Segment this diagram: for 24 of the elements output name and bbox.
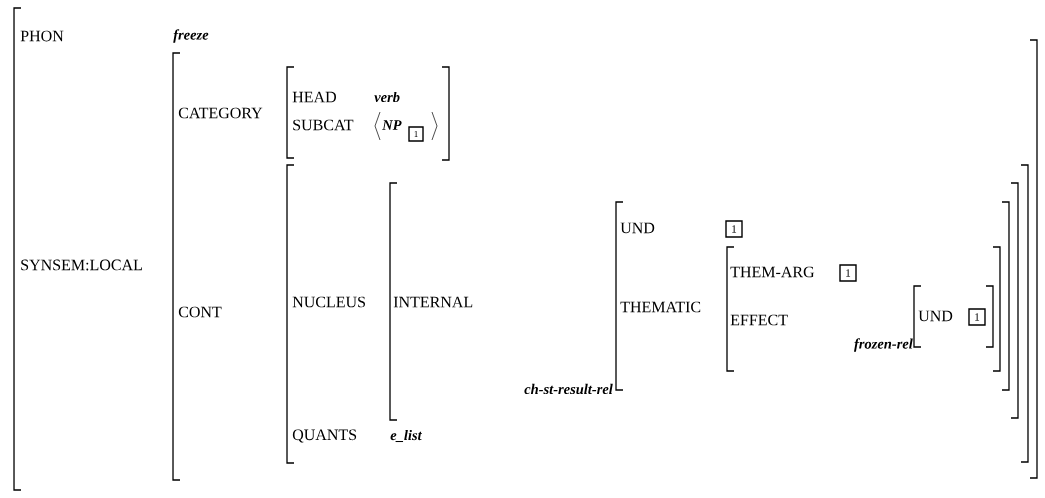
tag-box: 1 bbox=[408, 126, 424, 142]
feature-label: CONT bbox=[178, 306, 222, 318]
feature-label: THEM-ARG bbox=[730, 266, 815, 278]
feature-label: PHON bbox=[20, 30, 64, 42]
value-label: freeze bbox=[173, 29, 209, 43]
value-label: e_list bbox=[390, 429, 422, 443]
feature-label: CATEGORY bbox=[178, 107, 263, 119]
feature-label: INTERNAL bbox=[393, 296, 473, 308]
feature-label: HEAD bbox=[292, 91, 336, 103]
feature-label: UND bbox=[918, 310, 953, 322]
feature-label: QUANTS bbox=[292, 429, 357, 443]
feature-label: THEMATIC bbox=[620, 301, 701, 313]
value-label: verb bbox=[374, 91, 400, 103]
value-label: ch-st-result-rel bbox=[524, 383, 613, 395]
feature-label: UND bbox=[620, 222, 655, 234]
tag-box: 1 bbox=[725, 220, 743, 238]
feature-label: EFFECT bbox=[730, 314, 788, 326]
feature-label: NUCLEUS bbox=[292, 296, 365, 308]
tag-box: 1 bbox=[968, 308, 986, 326]
tag-box: 1 bbox=[839, 264, 857, 282]
feature-label: SYNSEM:LOCAL bbox=[21, 259, 142, 271]
value-label: frozen-rel bbox=[854, 338, 913, 352]
value-label: NP bbox=[382, 120, 402, 130]
feature-label: SUBCAT bbox=[293, 119, 354, 131]
